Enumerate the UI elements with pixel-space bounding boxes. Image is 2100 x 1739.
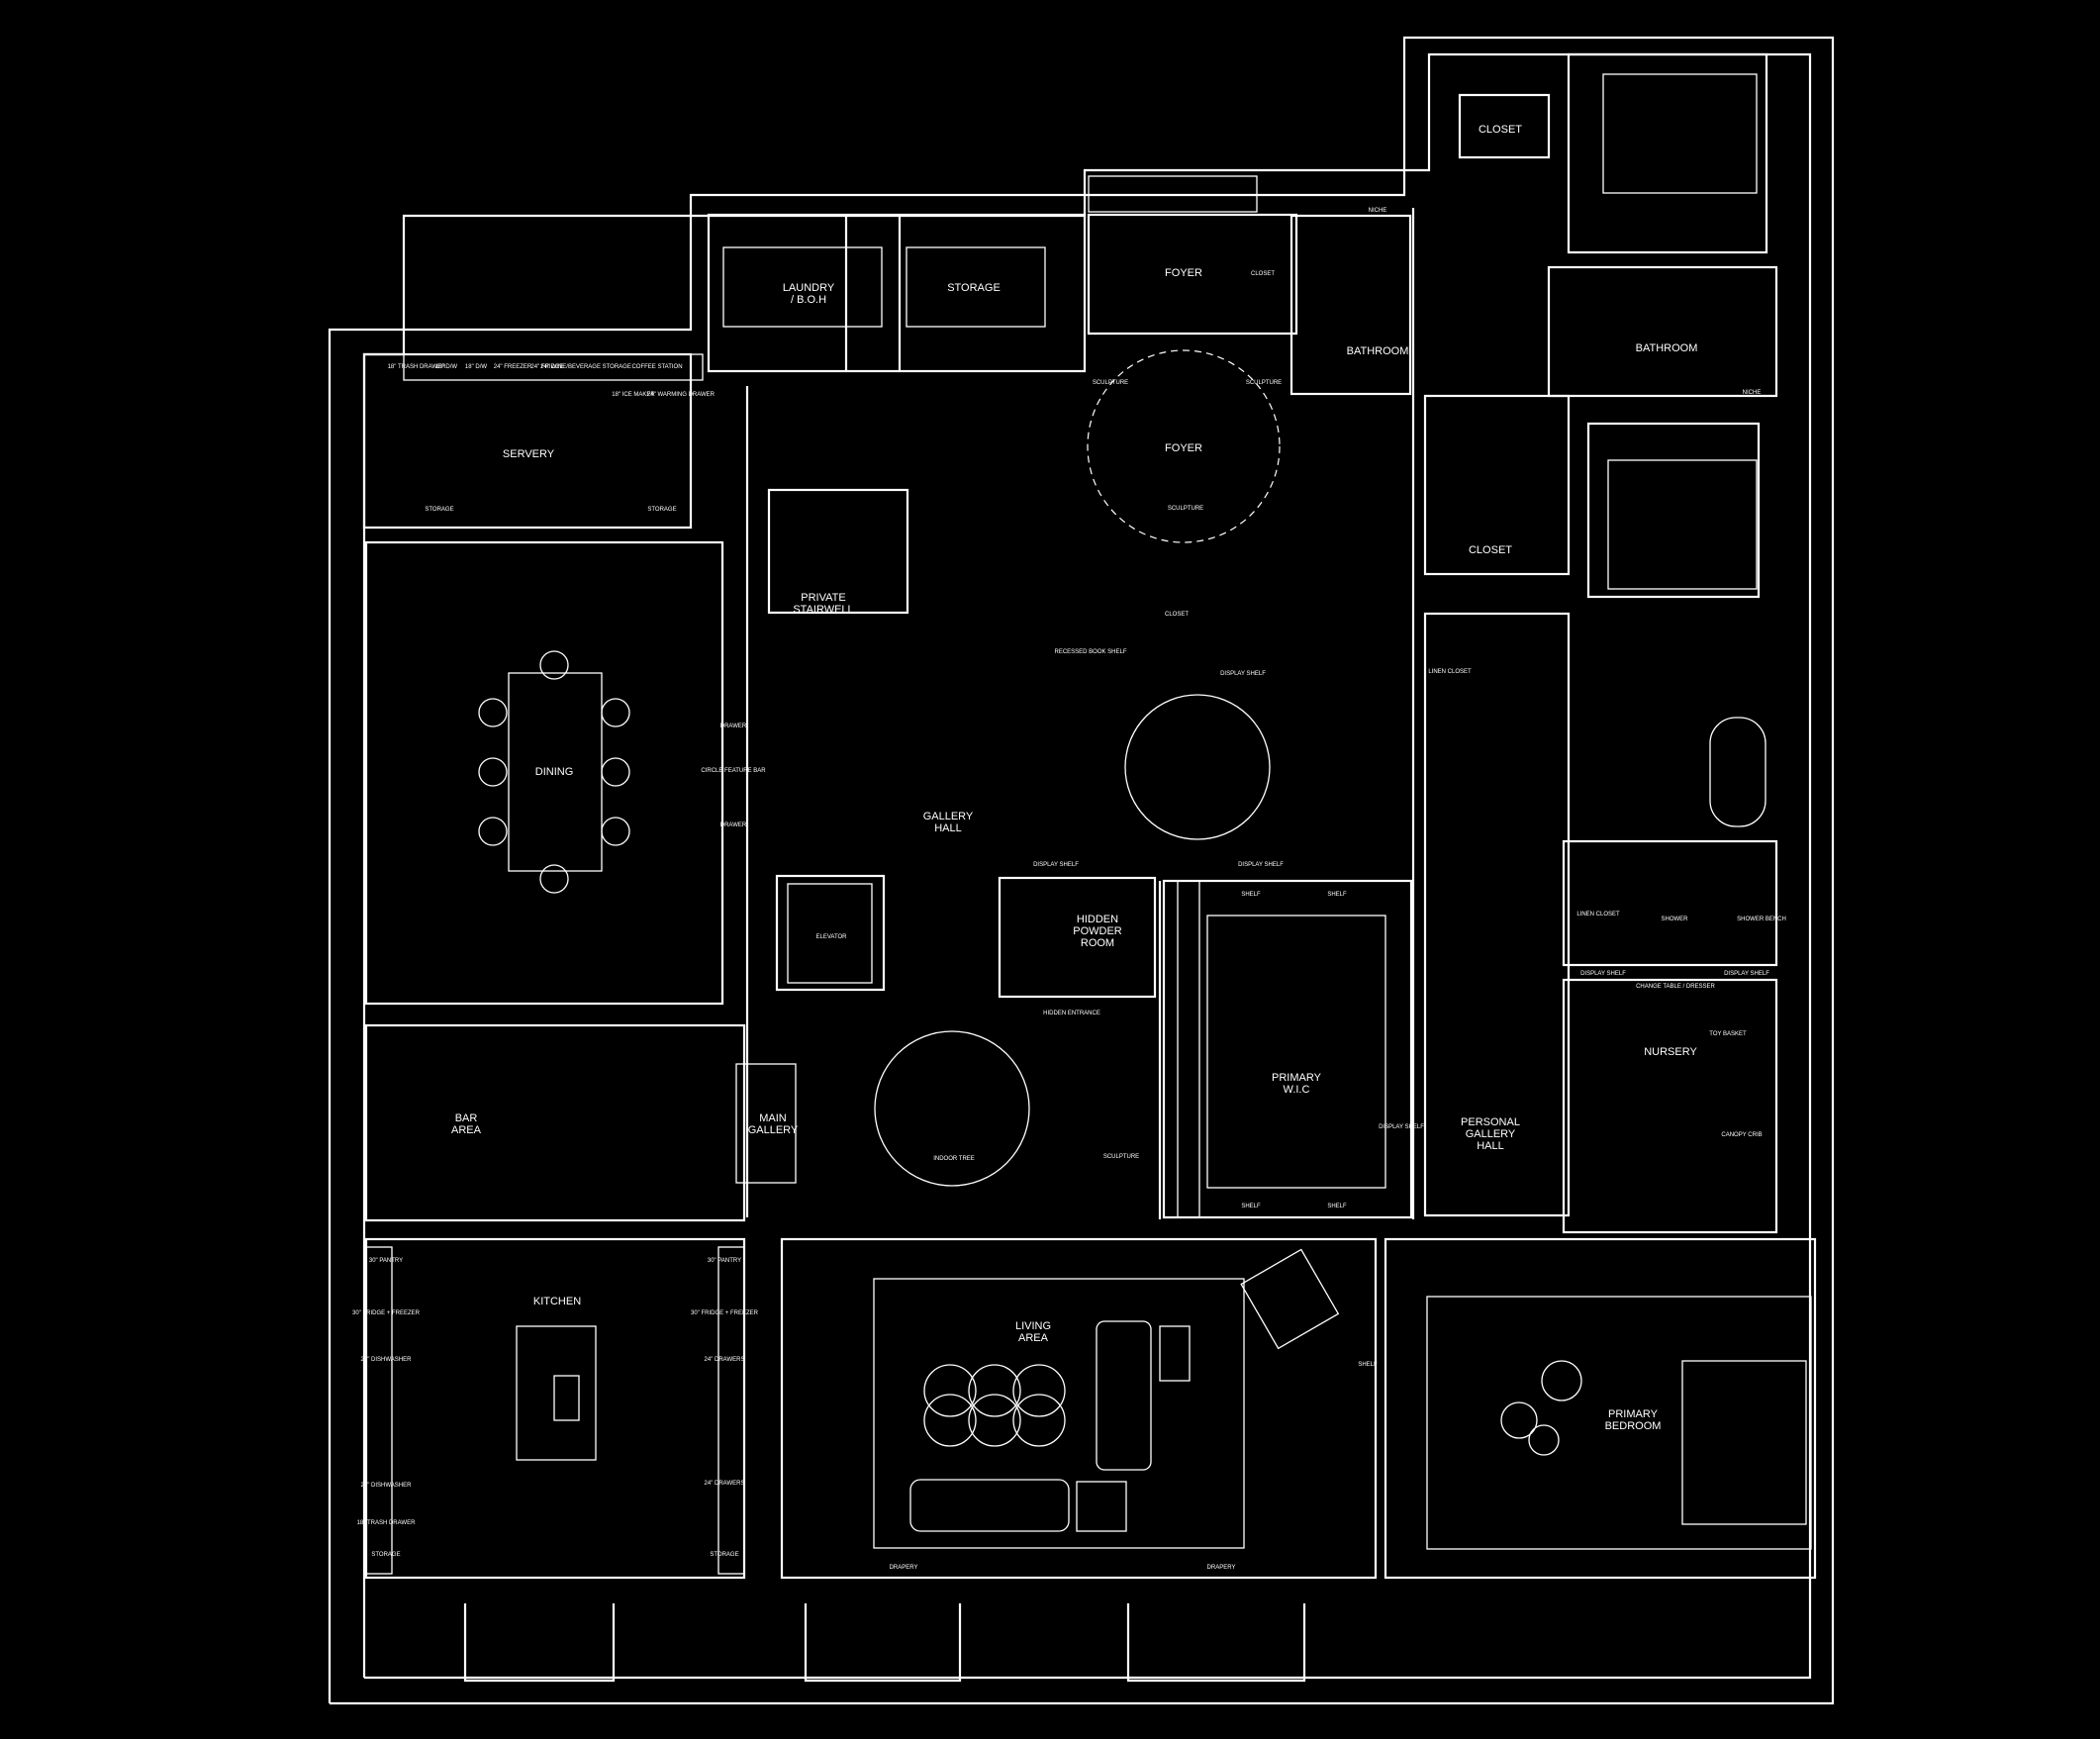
label-pantry-right: 30" PANTRY bbox=[708, 1258, 741, 1264]
room-label-laundry-2: / B.O.H bbox=[791, 294, 826, 306]
label-recessed-book-shelf: RECESSED BOOK SHELF bbox=[1054, 649, 1126, 655]
room-label-primary-bedroom-1: PRIMARY bbox=[1608, 1408, 1659, 1420]
room-label-drapery-left: DRAPERY bbox=[890, 1565, 918, 1571]
label-shelf-1: SHELF bbox=[1241, 892, 1261, 898]
room-label-living-2: AREA bbox=[1018, 1332, 1049, 1344]
label-storage-k2: STORAGE bbox=[710, 1552, 738, 1558]
room-label-drapery-right: DRAPERY bbox=[1207, 1565, 1236, 1571]
label-sculpture-bottom: SCULPTURE bbox=[1168, 506, 1203, 512]
room-label-storage: STORAGE bbox=[947, 282, 1001, 294]
room-label-elevator: ELEVATOR bbox=[815, 934, 847, 940]
label-shower: SHOWER bbox=[1662, 917, 1689, 922]
label-servery-dw2: 18" D/W bbox=[465, 364, 487, 370]
room-label-kitchen: KITCHEN bbox=[533, 1296, 581, 1307]
label-display-shelf-2: DISPLAY SHELF bbox=[1033, 862, 1079, 868]
room-label-powder-3: ROOM bbox=[1081, 937, 1114, 949]
room-label-foyer-round: FOYER bbox=[1165, 442, 1202, 454]
label-servery-coffee: COFFEE STATION bbox=[631, 364, 682, 370]
label-servery-dw1: 18" D/W bbox=[435, 364, 457, 370]
label-servery-freezer: 24" FREEZER bbox=[494, 364, 532, 370]
room-label-dining: DINING bbox=[535, 766, 574, 778]
room-label-bar-2: AREA bbox=[451, 1124, 482, 1136]
label-storage-s2: STORAGE bbox=[647, 507, 676, 513]
label-hidden-entrance: HIDDEN ENTRANCE bbox=[1043, 1011, 1100, 1016]
room-label-stairwell-2: STAIRWELL bbox=[793, 604, 853, 616]
room-label-powder-2: POWDER bbox=[1073, 925, 1122, 937]
label-closet-foyer: CLOSET bbox=[1251, 271, 1275, 277]
room-label-personal-gallery-3: HALL bbox=[1477, 1140, 1504, 1152]
label-display-shelf-4: DISPLAY SHELF bbox=[1379, 1124, 1424, 1130]
room-label-closet-top: CLOSET bbox=[1479, 124, 1522, 136]
room-label-nursery: NURSERY bbox=[1644, 1046, 1697, 1058]
room-label-closet-mid: CLOSET bbox=[1469, 544, 1512, 556]
room-label-bathroom-left: BATHROOM bbox=[1347, 345, 1409, 357]
label-display-shelf-5: DISPLAY SHELF bbox=[1580, 971, 1626, 977]
label-closet-hall: CLOSET bbox=[1165, 612, 1189, 618]
label-dishwasher-1: 24" DISHWASHER bbox=[361, 1357, 413, 1363]
room-label-powder-1: HIDDEN bbox=[1077, 914, 1118, 925]
label-shelf-4: SHELF bbox=[1327, 1204, 1347, 1209]
label-trash-drawer: 18" TRASH DRAWER bbox=[357, 1520, 416, 1526]
label-shelf-3: SHELF bbox=[1241, 1204, 1261, 1209]
label-fridge-left: 30" FRIDGE + FREEZER bbox=[352, 1310, 421, 1316]
room-label-living-1: LIVING bbox=[1015, 1320, 1051, 1332]
fixture-labels: SCULPTURE SCULPTURE SCULPTURE SCULPTURE … bbox=[352, 208, 1786, 1558]
room-label-stairwell-1: PRIVATE bbox=[801, 592, 845, 604]
room-label-wic-1: PRIMARY bbox=[1272, 1072, 1322, 1084]
label-sculpture-right: SCULPTURE bbox=[1246, 380, 1282, 386]
label-drawer-2: DRAWER bbox=[720, 822, 747, 828]
label-sculpture-left: SCULPTURE bbox=[1093, 380, 1128, 386]
room-label-personal-gallery-2: GALLERY bbox=[1466, 1128, 1516, 1140]
label-servery-trash: 18" TRASH DRAWER bbox=[388, 364, 446, 370]
label-dishwasher-2: 24" DISHWASHER bbox=[361, 1483, 413, 1489]
label-servery-warming: 24" WARMING DRAWER bbox=[647, 392, 716, 398]
room-label-wic-2: W.I.C bbox=[1284, 1084, 1310, 1096]
label-servery-wine: 24" WINE/BEVERAGE STORAGE bbox=[540, 364, 631, 370]
room-label-primary-bedroom-2: BEDROOM bbox=[1605, 1420, 1662, 1432]
label-display-shelf-6: DISPLAY SHELF bbox=[1724, 971, 1769, 977]
label-fridge-right: 30" FRIDGE + FREEZER bbox=[691, 1310, 759, 1316]
label-display-shelf-1: DISPLAY SHELF bbox=[1220, 671, 1266, 677]
label-linen-closet-1: LINEN CLOSET bbox=[1428, 669, 1472, 675]
label-pantry-left: 30" PANTRY bbox=[369, 1258, 403, 1264]
label-shower-bench: SHOWER BENCH bbox=[1737, 917, 1786, 922]
label-change-table: CHANGE TABLE / DRESSER bbox=[1636, 984, 1715, 990]
walls bbox=[328, 36, 1835, 1705]
label-drawers-2: 24" DRAWERS bbox=[705, 1481, 745, 1487]
label-linen-closet-2: LINEN CLOSET bbox=[1576, 912, 1620, 918]
label-storage-k1: STORAGE bbox=[371, 1552, 400, 1558]
room-label-bathroom-right: BATHROOM bbox=[1636, 342, 1698, 354]
room-label-personal-gallery-1: PERSONAL bbox=[1461, 1116, 1520, 1128]
label-storage-s1: STORAGE bbox=[425, 507, 453, 513]
label-indoor-tree: INDOOR TREE bbox=[933, 1156, 975, 1162]
label-sculpture-hall: SCULPTURE bbox=[1103, 1154, 1139, 1160]
label-circle-feature-bar: CIRCLE FEATURE BAR bbox=[701, 768, 766, 774]
room-label-main-gallery-1: MAIN bbox=[759, 1112, 787, 1124]
room-label-bar-1: BAR bbox=[455, 1112, 478, 1124]
label-toy-basket: TOY BASKET bbox=[1709, 1031, 1747, 1037]
room-label-main-gallery-2: GALLERY bbox=[748, 1124, 799, 1136]
label-servery-fridge: 24" FRIDGE bbox=[530, 364, 563, 370]
room-label-laundry-1: LAUNDRY bbox=[783, 282, 835, 294]
room-label-gallery-hall-1: GALLERY bbox=[923, 811, 974, 822]
label-display-shelf-3: DISPLAY SHELF bbox=[1238, 862, 1284, 868]
room-label-gallery-hall-2: HALL bbox=[934, 822, 962, 834]
label-niche-right: NICHE bbox=[1743, 390, 1762, 396]
label-shelf-5: SHELF bbox=[1358, 1362, 1378, 1368]
label-canopy-crib: CANOPY CRIB bbox=[1721, 1132, 1762, 1138]
label-shelf-2: SHELF bbox=[1327, 892, 1347, 898]
label-drawers-1: 24" DRAWERS bbox=[705, 1357, 745, 1363]
label-servery-ice: 18" ICE MAKER bbox=[612, 392, 655, 398]
room-labels: CLOSET LAUNDRY / B.O.H STORAGE FOYER FOY… bbox=[451, 124, 1697, 1571]
label-drawer-1: DRAWER bbox=[720, 724, 747, 729]
room-label-servery: SERVERY bbox=[503, 448, 555, 460]
furniture bbox=[478, 73, 1807, 1532]
label-niche-left: NICHE bbox=[1369, 208, 1387, 214]
room-label-foyer-upper: FOYER bbox=[1165, 267, 1202, 279]
